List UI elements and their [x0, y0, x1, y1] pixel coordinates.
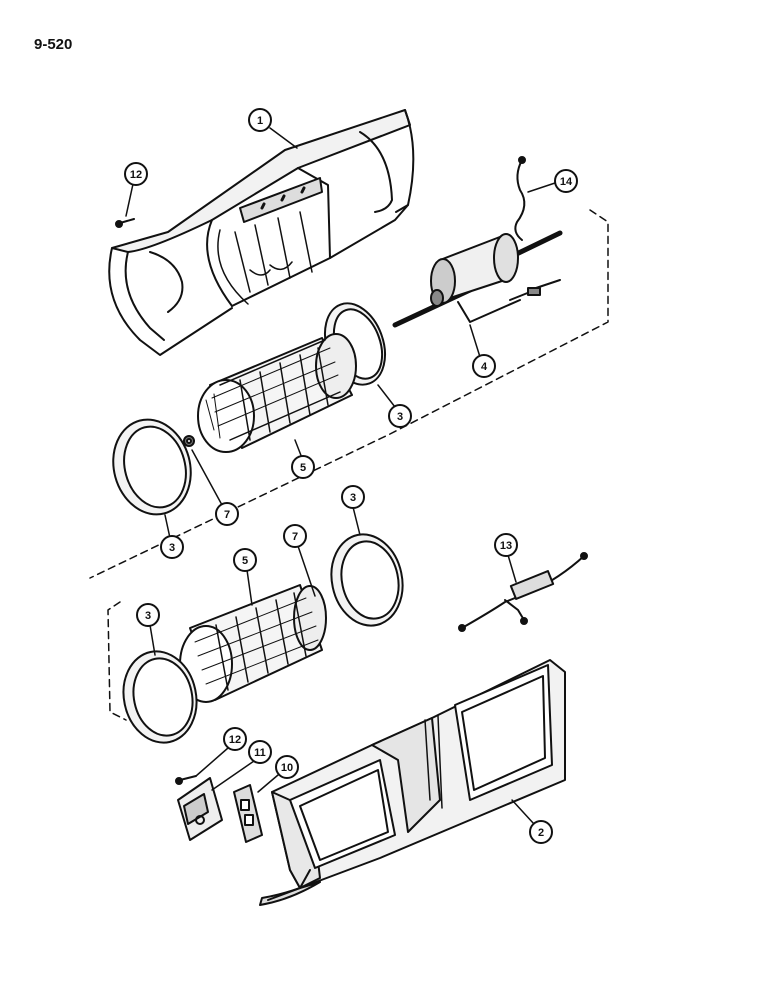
callout-label: 7: [224, 509, 230, 521]
ring-3-lower-right: [330, 533, 404, 627]
callout-label: 7: [292, 531, 298, 543]
assembly-boundary-upper: [89, 209, 609, 579]
callout-5-lower: 5: [233, 548, 257, 606]
blower-wheel-upper: [197, 333, 357, 453]
callout-13: 13: [494, 533, 518, 583]
lower-housing: [259, 659, 566, 906]
callout-7-upper: 7: [191, 449, 239, 526]
callout-label: 3: [350, 492, 356, 504]
callout-14: 14: [527, 169, 578, 193]
callout-label: 5: [300, 462, 306, 474]
callout-label: 14: [560, 176, 573, 188]
screw-lower: [175, 775, 197, 785]
callout-3-lower-right: 3: [341, 485, 365, 536]
callout-label: 3: [145, 610, 151, 622]
callout-label: 3: [169, 542, 175, 554]
blower-motor: [392, 230, 563, 328]
callout-11: 11: [211, 740, 272, 791]
ring-3-lower-left: [122, 650, 198, 744]
callout-label: 12: [229, 734, 241, 746]
callout-label: 12: [130, 169, 142, 181]
clip-7-upper: [183, 435, 195, 447]
screw-upper: [115, 218, 135, 228]
callout-label: 3: [397, 411, 403, 423]
callout-5-upper: 5: [291, 439, 315, 479]
ring-3-upper-left: [112, 418, 192, 516]
callout-7-lower: 7: [283, 524, 316, 597]
callout-2: 2: [511, 799, 553, 844]
callout-label: 1: [257, 115, 263, 127]
callout-label: 2: [538, 827, 544, 839]
wire-end: [518, 156, 526, 164]
callout-label: 4: [481, 361, 488, 373]
upper-housing-half: [108, 109, 415, 356]
assembly-boundary-lower: [107, 601, 127, 721]
blower-wheel-lower: [179, 584, 327, 703]
callout-label: 13: [500, 540, 512, 552]
page-number: 9-520: [34, 36, 73, 53]
callout-12-lower: 12: [195, 727, 247, 777]
bracket-10: [233, 784, 263, 843]
callout-3-upper-right: 3: [377, 384, 412, 428]
callout-3-lower-left: 3: [136, 603, 160, 656]
callout-label: 11: [254, 747, 266, 759]
callout-label: 5: [242, 555, 248, 567]
callout-4: 4: [469, 324, 496, 378]
callout-10: 10: [257, 755, 299, 793]
resistor-board-11: [177, 777, 223, 841]
callout-1: 1: [248, 108, 298, 149]
resistor-harness-13: [458, 552, 588, 632]
callout-12-upper: 12: [124, 162, 148, 217]
callout-3-upper-left: 3: [160, 514, 184, 559]
wire-harness-14: [514, 159, 526, 241]
callout-label: 10: [281, 762, 293, 774]
